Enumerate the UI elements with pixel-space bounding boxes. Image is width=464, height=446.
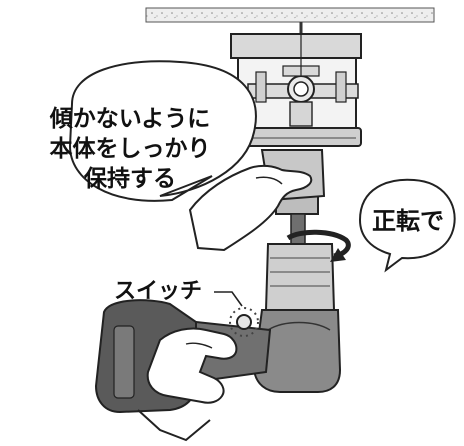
switch-leader-line <box>214 291 243 307</box>
drill-bit <box>290 213 306 245</box>
rotation-arrow <box>286 229 351 259</box>
ceiling-device <box>230 33 362 147</box>
hold-bubble: 傾かないように 本体をしっかり 保持する <box>49 60 257 202</box>
switch-label: スイッチ <box>114 279 202 304</box>
upper-hand <box>188 149 326 252</box>
rotate-bubble: 正転で <box>358 178 456 273</box>
hold-line-1: 傾かないように <box>49 106 211 132</box>
lower-hand <box>137 327 238 442</box>
rotation-arrowhead <box>330 248 346 262</box>
hold-line-3: 保持する <box>83 165 176 192</box>
rotate-label: 正転で <box>372 207 444 235</box>
ceiling-slab <box>145 7 435 23</box>
hold-line-2: 本体をしっかり <box>50 136 211 162</box>
